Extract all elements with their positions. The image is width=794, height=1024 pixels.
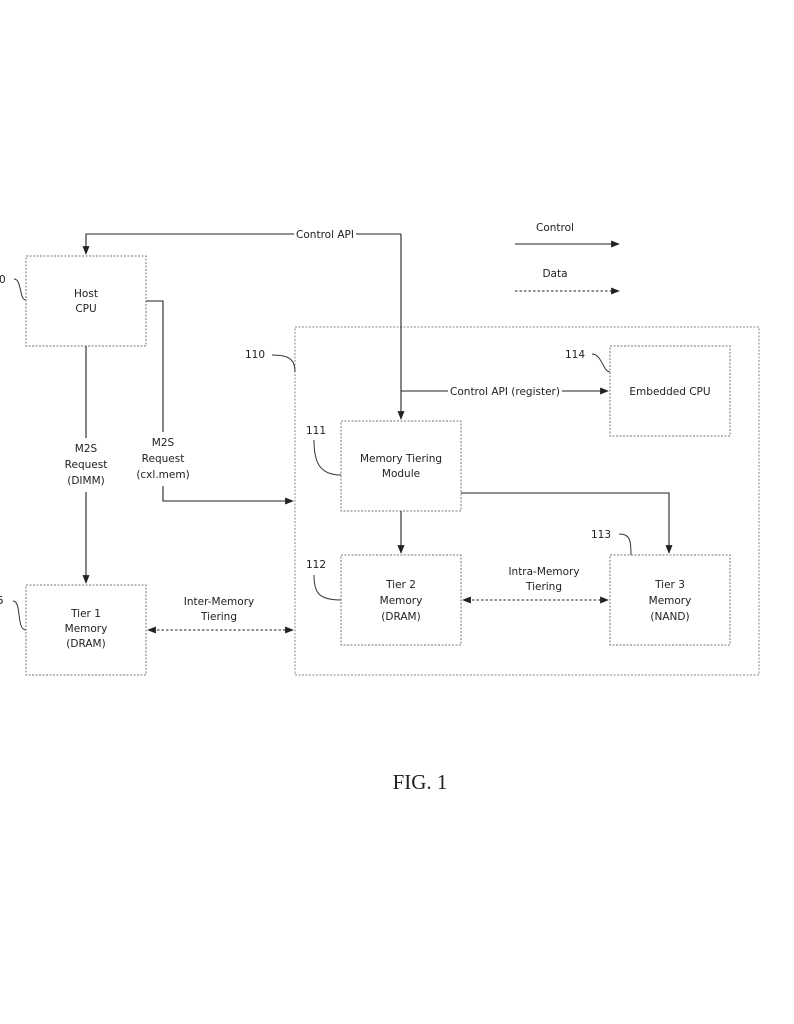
edge-intra-memory-tiering: Intra-Memory Tiering (462, 566, 609, 604)
tier1-memory-node: Tier 1 Memory (DRAM) 5 (0, 584, 147, 676)
control-register-label-bg (448, 383, 562, 397)
memory-tiering-module-box (340, 420, 462, 512)
legend: Control Data (515, 222, 620, 295)
host-cpu-box (25, 255, 147, 347)
edge-control-api: Control API (82, 226, 405, 420)
tiering-module-label-1: Memory Tiering (360, 453, 442, 465)
inter-memory-label-2: Tiering (200, 611, 237, 623)
edge-inter-memory-tiering: Inter-Memory Tiering (147, 596, 294, 634)
ref-114: 114 (565, 349, 585, 361)
leader-host-cpu (13, 278, 27, 301)
tiering-module-label-2: Module (382, 468, 420, 480)
control-api-label-bg (294, 226, 356, 240)
ref-tier1: 5 (0, 595, 4, 607)
m2s-dimm-label-3: (DIMM) (67, 475, 105, 487)
host-cpu-label-1: Host (74, 288, 98, 300)
tier1-label-3: (DRAM) (66, 638, 105, 650)
m2s-cxl-arrow (162, 486, 294, 505)
edge-m2s-dimm: M2S Request (DIMM) (65, 346, 108, 584)
host-cpu-label-2: CPU (75, 303, 96, 315)
tier2-label-3: (DRAM) (381, 611, 420, 623)
tier3-memory-box (609, 554, 731, 646)
tier1-label-2: Memory (65, 623, 108, 635)
leader-112 (313, 574, 342, 601)
tier2-memory-box (340, 554, 462, 646)
control-register-label: Control API (register) (450, 386, 560, 398)
leader-110 (271, 354, 296, 373)
tier2-label-1: Tier 2 (385, 579, 416, 591)
m2s-cxl-line-top (146, 300, 164, 432)
legend-control-label: Control (536, 222, 574, 234)
m2s-cxl-label-2: Request (142, 453, 185, 465)
intra-memory-label-2: Tiering (525, 581, 562, 593)
m2s-dimm-label-1: M2S (75, 443, 98, 455)
ref-111: 111 (306, 425, 326, 437)
legend-data-label: Data (542, 268, 567, 280)
tier1-memory-box (25, 584, 147, 676)
edge-m2s-cxl: M2S Request (cxl.mem) (136, 300, 294, 505)
tier3-label-1: Tier 3 (654, 579, 685, 591)
ref-113: 113 (591, 529, 611, 541)
figure-caption: FIG. 1 (393, 770, 448, 794)
leader-114 (591, 353, 611, 373)
ref-host-cpu: 0 (0, 274, 6, 286)
m2s-cxl-label-1: M2S (152, 437, 175, 449)
host-cpu-node: Host CPU 0 (0, 255, 147, 347)
leader-tier1 (12, 600, 27, 631)
leader-113 (618, 533, 632, 556)
ref-110: 110 (245, 349, 265, 361)
module-to-tier3-arrow (461, 492, 673, 554)
control-api-label: Control API (296, 229, 354, 241)
embedded-cpu-node: Embedded CPU 114 (565, 345, 731, 437)
tier1-label-1: Tier 1 (70, 608, 101, 620)
tier3-memory-node: Tier 3 Memory (NAND) 113 (591, 529, 731, 646)
edge-control-api-register: Control API (register) (401, 383, 609, 398)
m2s-dimm-label-2: Request (65, 459, 108, 471)
embedded-cpu-box (609, 345, 731, 437)
tier3-label-3: (NAND) (650, 611, 689, 623)
embedded-cpu-label: Embedded CPU (629, 386, 710, 398)
tier3-label-2: Memory (649, 595, 692, 607)
memory-tiering-module-node: Memory Tiering Module 111 (306, 420, 462, 512)
inter-memory-label-1: Inter-Memory (184, 596, 254, 608)
tier2-label-2: Memory (380, 595, 423, 607)
m2s-cxl-label-3: (cxl.mem) (136, 469, 189, 481)
device-boundary (294, 326, 760, 676)
ref-112: 112 (306, 559, 326, 571)
intra-memory-label-1: Intra-Memory (508, 566, 579, 578)
tier2-memory-node: Tier 2 Memory (DRAM) 112 (306, 554, 462, 646)
leader-111 (313, 439, 342, 476)
